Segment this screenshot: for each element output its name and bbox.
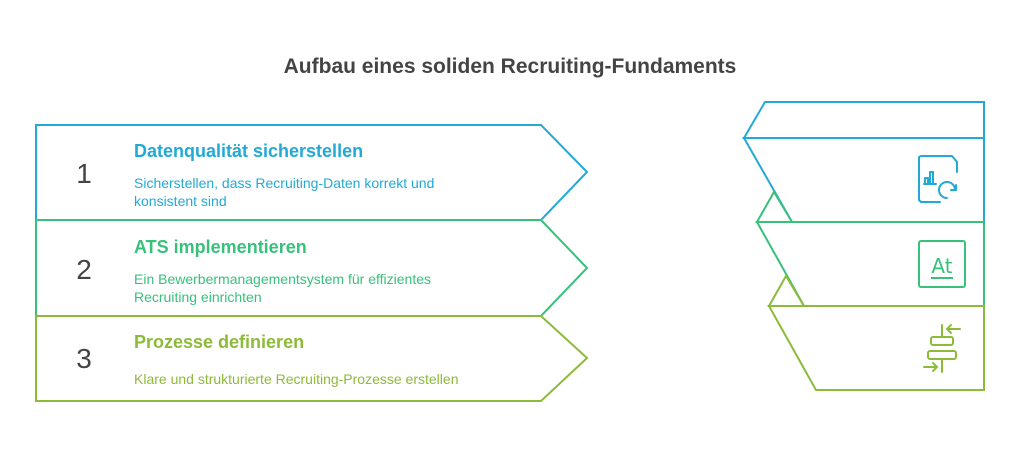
text-format-at-icon: At xyxy=(918,240,966,288)
step-2-arrow-box xyxy=(35,219,589,317)
step-2-number: 2 xyxy=(76,254,92,285)
step-2-heading: ATS implementieren xyxy=(134,237,307,257)
step-2-description: Ein Bewerbermanagementsystem für effizie… xyxy=(134,271,431,305)
step-3-number: 3 xyxy=(76,343,92,374)
step-1-arrow-box xyxy=(35,124,589,221)
step-3-description: Klare und strukturierte Recruiting-Proze… xyxy=(134,371,459,387)
step-1-description: Sicherstellen, dass Recruiting-Daten kor… xyxy=(134,175,435,209)
step-1-heading: Datenqualität sicherstellen xyxy=(134,141,364,161)
stack-layer-1 xyxy=(742,137,985,223)
align-center-arrows-icon xyxy=(923,324,961,373)
step-3-arrow-box xyxy=(35,315,589,402)
stack-layer-2-notch xyxy=(755,190,794,223)
data-report-refresh-icon xyxy=(918,155,958,203)
diagram-title: Aufbau eines soliden Recruiting-Fundamen… xyxy=(283,55,737,78)
step-3-heading: Prozesse definieren xyxy=(134,332,305,352)
stack-top-face xyxy=(742,101,985,139)
step-1-number: 1 xyxy=(76,158,92,189)
stack-layer-3-notch xyxy=(767,274,806,307)
svg-text:At: At xyxy=(931,254,952,278)
stack-layer-3 xyxy=(767,305,985,391)
